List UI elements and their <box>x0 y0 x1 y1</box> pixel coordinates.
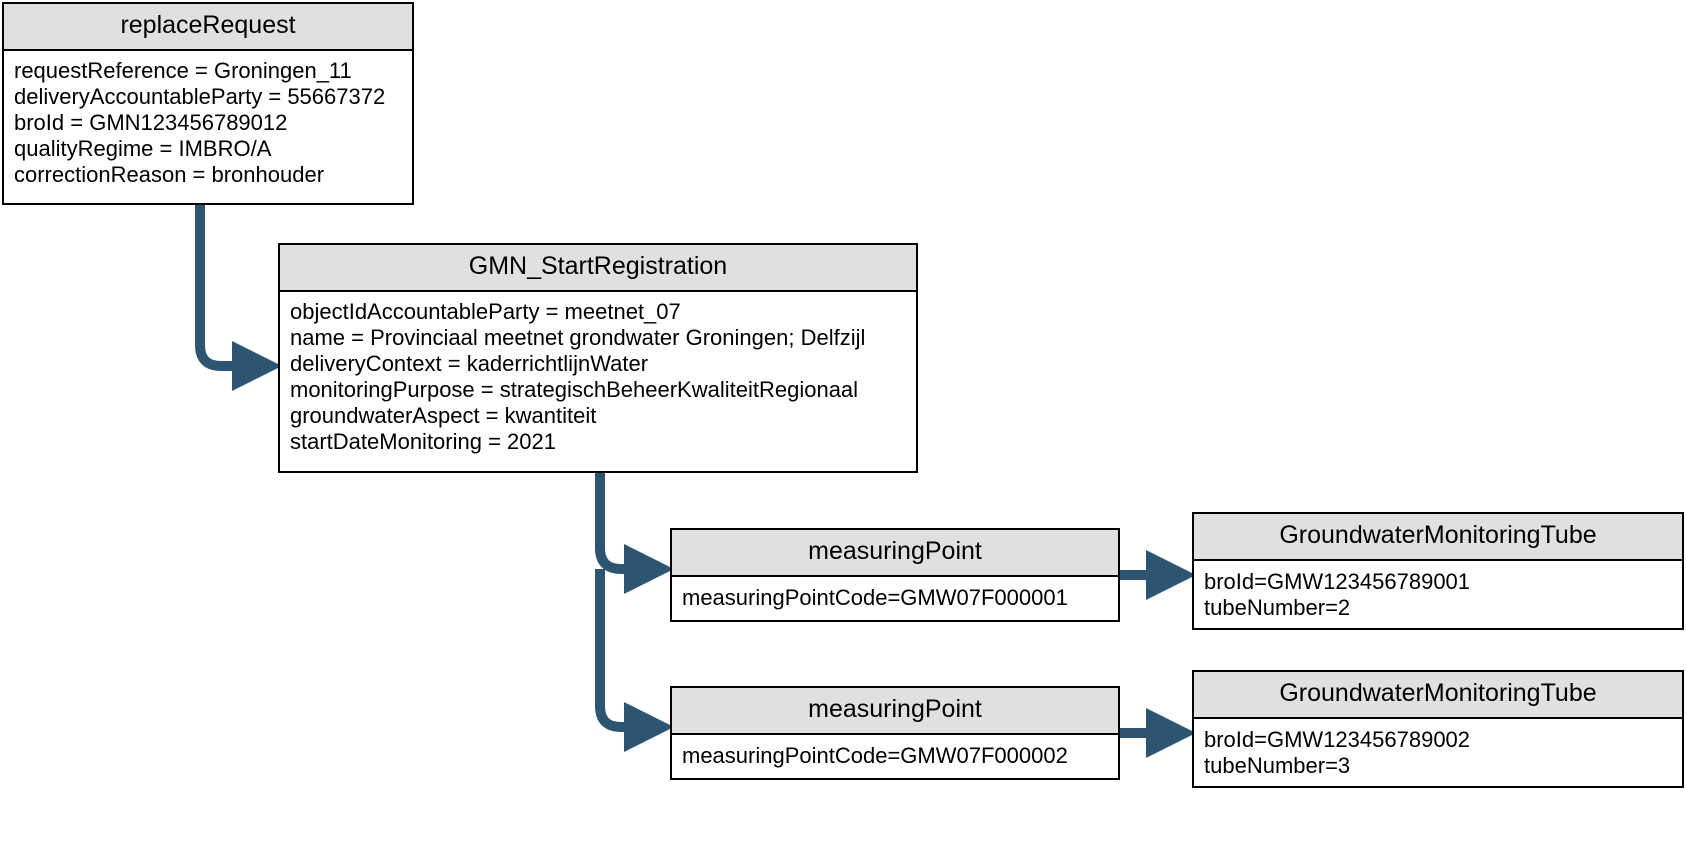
node-measuring-point-2-header: measuringPoint <box>672 688 1118 735</box>
attribute-row: deliveryAccountableParty = 55667372 <box>14 84 386 109</box>
attribute-row: broId=GMW123456789001 <box>1204 569 1471 594</box>
node-gmn-start-registration-body: objectIdAccountableParty = meetnet_07 na… <box>280 292 916 464</box>
node-measuring-point-1-body: measuringPointCode=GMW07F000001 <box>672 577 1118 621</box>
node-groundwater-monitoring-tube-2-body: broId=GMW123456789002 tubeNumber=3 <box>1194 719 1682 789</box>
attribute-row: groundwaterAspect = kwantiteit <box>290 403 597 428</box>
attribute-row: broId=GMW123456789002 <box>1204 727 1471 752</box>
node-groundwater-monitoring-tube-2[interactable]: GroundwaterMonitoringTube broId=GMW12345… <box>1192 670 1684 788</box>
attribute-row: deliveryContext = kaderrichtlijnWater <box>290 351 649 376</box>
attribute-row: qualityRegime = IMBRO/A <box>14 136 272 161</box>
node-replace-request[interactable]: replaceRequest requestReference = Gronin… <box>2 2 414 205</box>
attribute-row: correctionReason = bronhouder <box>14 162 325 187</box>
edge-start-registration-to-measuring-point-1 <box>595 473 674 594</box>
attribute-row: name = Provinciaal meetnet grondwater Gr… <box>290 325 866 350</box>
node-replace-request-body: requestReference = Groningen_11 delivery… <box>4 51 412 197</box>
node-measuring-point-1-header: measuringPoint <box>672 530 1118 577</box>
node-groundwater-monitoring-tube-1-header: GroundwaterMonitoringTube <box>1194 514 1682 561</box>
edge-replace-request-to-start-registration <box>195 205 282 391</box>
node-replace-request-header: replaceRequest <box>4 4 412 51</box>
attribute-row: measuringPointCode=GMW07F000001 <box>682 585 1068 610</box>
node-groundwater-monitoring-tube-1-body: broId=GMW123456789001 tubeNumber=2 <box>1194 561 1682 631</box>
node-measuring-point-1[interactable]: measuringPoint measuringPointCode=GMW07F… <box>670 528 1120 622</box>
node-measuring-point-2-body: measuringPointCode=GMW07F000002 <box>672 735 1118 779</box>
node-groundwater-monitoring-tube-1[interactable]: GroundwaterMonitoringTube broId=GMW12345… <box>1192 512 1684 630</box>
attribute-row: requestReference = Groningen_11 <box>14 58 352 83</box>
edge-start-registration-to-measuring-point-2 <box>595 569 674 752</box>
attribute-row: startDateMonitoring = 2021 <box>290 429 556 454</box>
node-gmn-start-registration[interactable]: GMN_StartRegistration objectIdAccountabl… <box>278 243 918 473</box>
attribute-row: monitoringPurpose = strategischBeheerKwa… <box>290 377 859 402</box>
node-groundwater-monitoring-tube-2-header: GroundwaterMonitoringTube <box>1194 672 1682 719</box>
node-gmn-start-registration-header: GMN_StartRegistration <box>280 245 916 292</box>
attribute-row: tubeNumber=3 <box>1204 753 1351 778</box>
attribute-row: tubeNumber=2 <box>1204 595 1351 620</box>
attribute-row: measuringPointCode=GMW07F000002 <box>682 743 1068 768</box>
node-measuring-point-2[interactable]: measuringPoint measuringPointCode=GMW07F… <box>670 686 1120 780</box>
attribute-row: objectIdAccountableParty = meetnet_07 <box>290 299 681 324</box>
attribute-row: broId = GMN123456789012 <box>14 110 288 135</box>
